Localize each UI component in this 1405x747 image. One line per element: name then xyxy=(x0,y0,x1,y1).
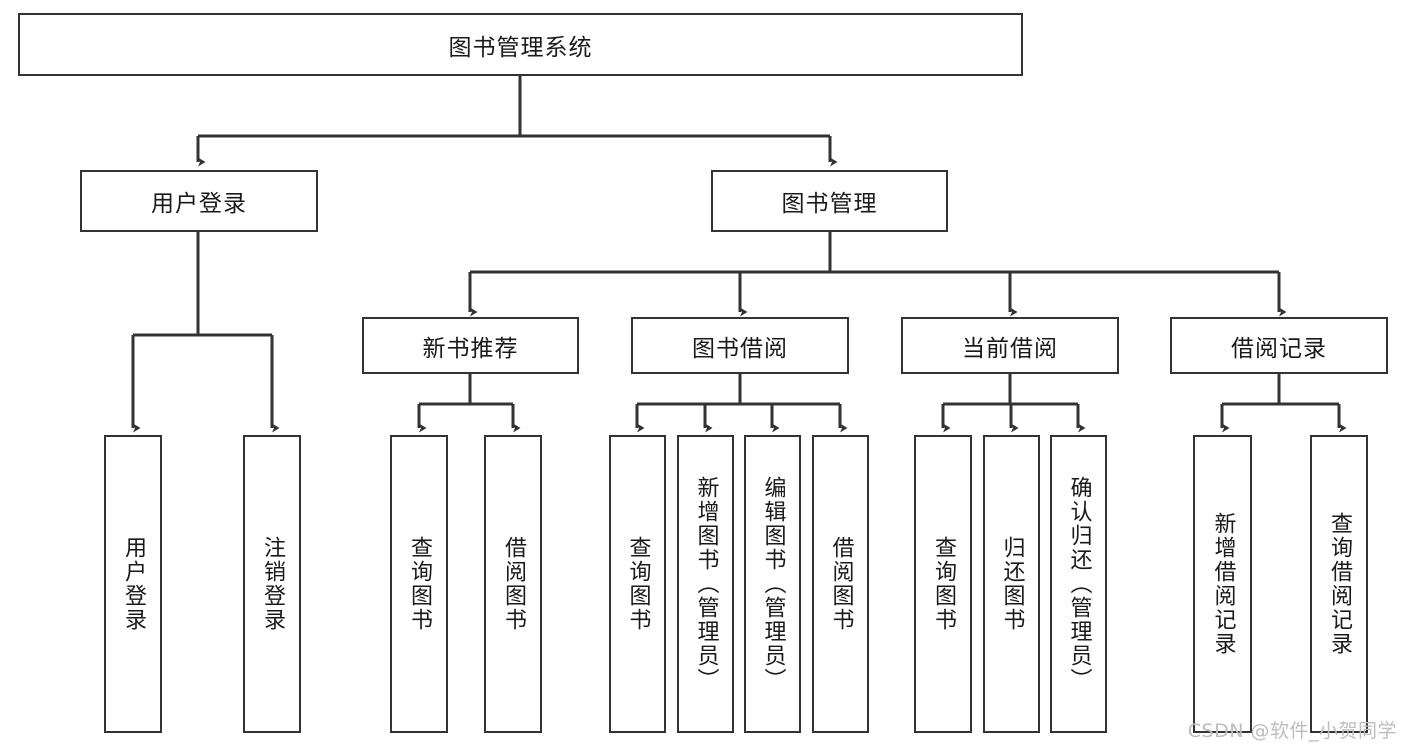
node-label: 图书借阅 xyxy=(692,335,788,362)
leaf-query-book-1[interactable]: 查询图书 xyxy=(390,435,448,733)
node-label: 查询借阅记录 xyxy=(1326,512,1352,656)
leaf-return-book[interactable]: 归还图书 xyxy=(983,435,1040,733)
node-label: 当前借阅 xyxy=(962,335,1058,362)
node-label: 图书管理 xyxy=(781,191,878,217)
node-borrow-record[interactable]: 借阅记录 xyxy=(1170,317,1388,374)
node-label: 用户登录 xyxy=(120,536,146,632)
leaf-edit-book[interactable]: 编辑图书（管理员） xyxy=(744,435,801,733)
leaf-add-book[interactable]: 新增图书（管理员） xyxy=(677,435,734,733)
node-label: 新书推荐 xyxy=(422,335,519,362)
node-label: 借阅图书 xyxy=(828,536,854,632)
leaf-logout-login[interactable]: 注销登录 xyxy=(243,435,301,733)
leaf-query-book-2[interactable]: 查询图书 xyxy=(609,435,666,733)
node-label: 查询图书 xyxy=(930,536,956,632)
node-user-login[interactable]: 用户登录 xyxy=(80,170,318,232)
node-new-book-recommend[interactable]: 新书推荐 xyxy=(362,317,579,374)
node-root-book-management-system[interactable]: 图书管理系统 xyxy=(18,13,1023,76)
leaf-borrow-book-1[interactable]: 借阅图书 xyxy=(484,435,542,733)
node-label: 借阅记录 xyxy=(1231,335,1327,362)
node-label: 用户登录 xyxy=(151,191,247,217)
leaf-query-record[interactable]: 查询借阅记录 xyxy=(1310,435,1368,733)
leaf-confirm-return[interactable]: 确认归还（管理员） xyxy=(1050,435,1107,733)
node-book-management[interactable]: 图书管理 xyxy=(711,170,948,232)
node-label: 新增借阅记录 xyxy=(1210,512,1236,656)
node-book-borrow[interactable]: 图书借阅 xyxy=(631,317,849,374)
leaf-add-record[interactable]: 新增借阅记录 xyxy=(1193,435,1252,733)
node-current-borrow[interactable]: 当前借阅 xyxy=(901,317,1119,374)
leaf-user-login[interactable]: 用户登录 xyxy=(104,435,162,733)
node-label: 查询图书 xyxy=(406,536,432,632)
node-label: 确认归还（管理员） xyxy=(1066,476,1092,692)
node-label: 新增图书（管理员） xyxy=(693,476,719,692)
node-label: 图书管理系统 xyxy=(448,34,593,61)
leaf-query-book-3[interactable]: 查询图书 xyxy=(914,435,972,733)
node-label: 查询图书 xyxy=(625,536,651,632)
node-label: 注销登录 xyxy=(259,536,285,632)
node-label: 借阅图书 xyxy=(500,536,526,632)
node-label: 编辑图书（管理员） xyxy=(760,476,786,692)
leaf-borrow-book-2[interactable]: 借阅图书 xyxy=(812,435,869,733)
node-label: 归还图书 xyxy=(999,536,1025,632)
